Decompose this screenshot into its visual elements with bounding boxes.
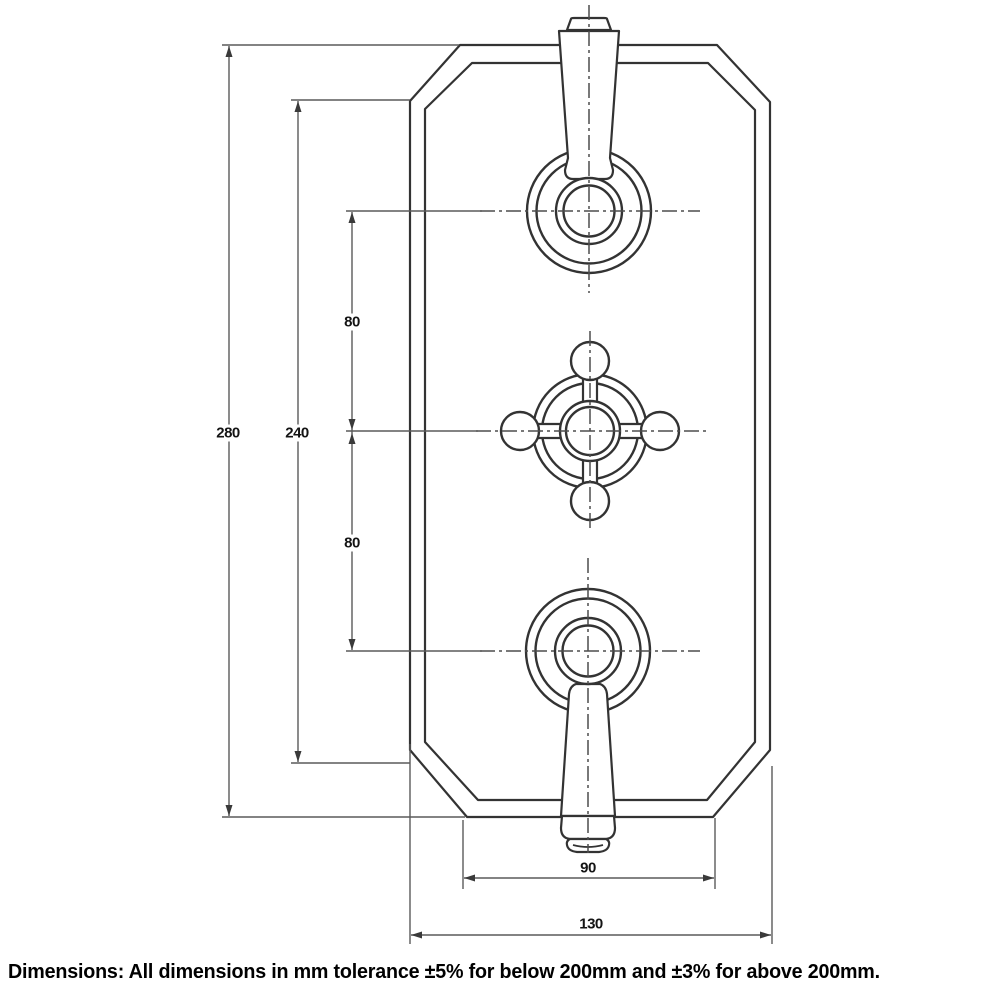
dimension-label-overall-height: 280 xyxy=(214,424,242,442)
tolerance-note: Dimensions: All dimensions in mm toleran… xyxy=(8,961,880,983)
dimension-label-lower-spacing: 80 xyxy=(342,534,362,552)
dimension-label-recess-height: 240 xyxy=(283,424,311,442)
dimension-label-bottom-width: 90 xyxy=(578,859,598,877)
dimension-lines xyxy=(225,46,771,939)
faceplate-outline xyxy=(408,43,772,819)
extension-lines xyxy=(222,44,773,944)
dimension-label-overall-width: 130 xyxy=(577,915,605,933)
crosshead-knobs xyxy=(499,340,681,522)
dimension-label-upper-spacing: 80 xyxy=(342,313,362,331)
centerlines xyxy=(476,5,708,853)
